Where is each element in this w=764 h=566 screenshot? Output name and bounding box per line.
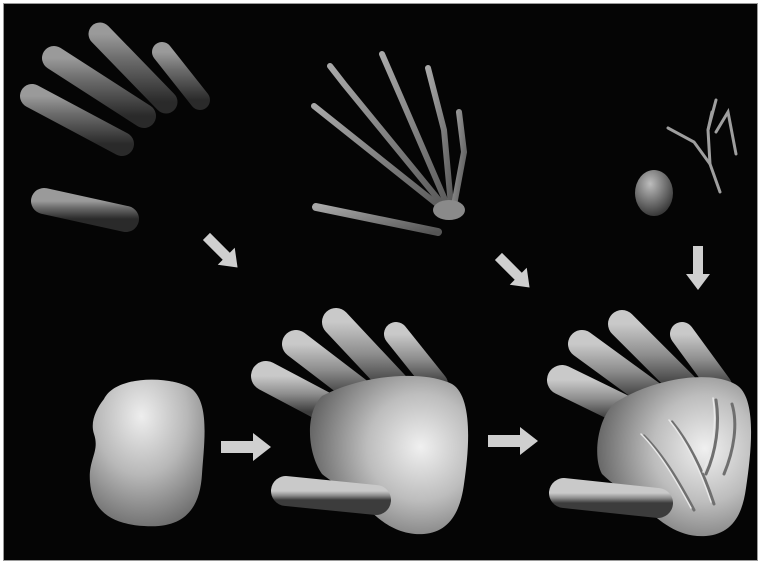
veins-to-detailed-hand-arrow <box>686 246 710 290</box>
skeleton-to-detailed-hand-arrow <box>490 248 538 296</box>
thumb-capsule <box>44 201 126 219</box>
skeleton-wrist-joint <box>433 200 465 220</box>
finger-blobs <box>32 34 200 219</box>
figure-frame <box>3 3 758 561</box>
fingers-to-hand-arrow <box>198 228 246 276</box>
hand-thumb <box>564 493 658 503</box>
vein-line <box>708 100 716 130</box>
skeleton-thumb-bone <box>316 207 438 232</box>
vein-line <box>668 128 710 164</box>
hand-thumb <box>286 491 376 500</box>
palm-blob <box>90 380 205 527</box>
finger-skeleton <box>314 54 465 232</box>
blob-modeling-diagram <box>4 4 758 561</box>
palm-to-hand-arrow <box>221 433 271 461</box>
skeleton-bone <box>452 112 464 216</box>
blended-hand <box>266 322 468 534</box>
vein-skeleton <box>668 100 736 192</box>
hand-to-detailed-hand-arrow <box>488 427 538 455</box>
knuckle-blob <box>635 170 673 216</box>
vein-line <box>716 112 736 154</box>
detailed-hand <box>562 324 751 536</box>
